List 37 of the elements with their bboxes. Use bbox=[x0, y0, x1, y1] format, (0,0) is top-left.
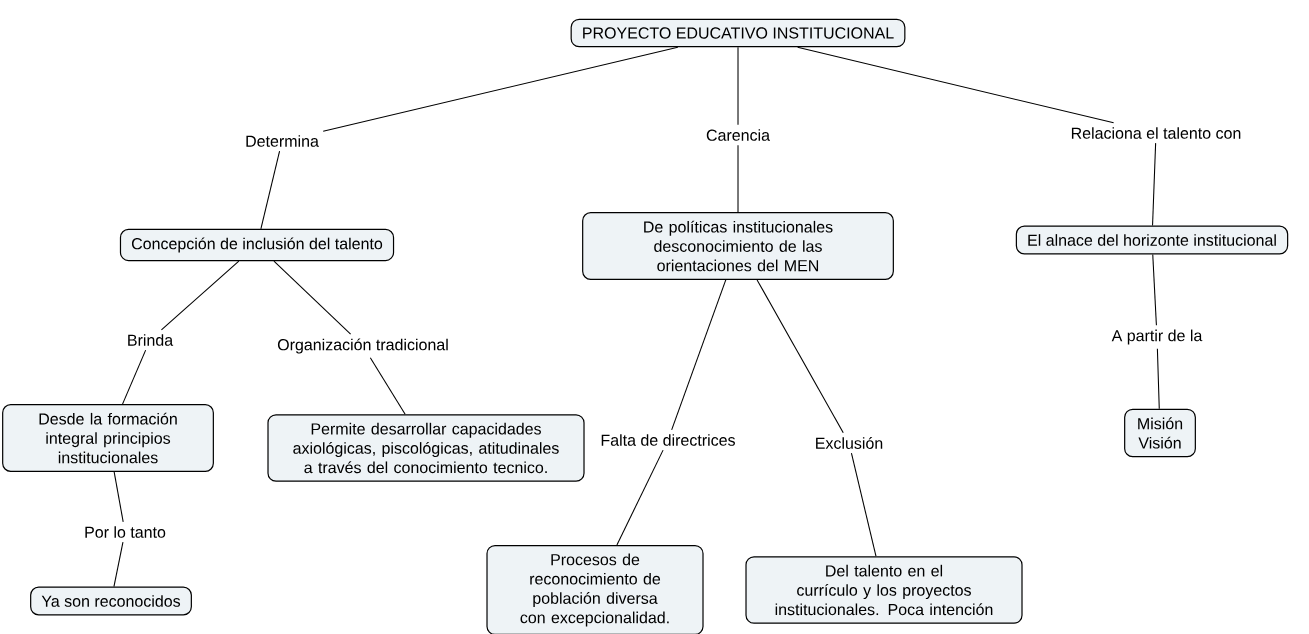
linking-phrase: Relaciona el talento con bbox=[1066, 123, 1246, 143]
linking-phrase: Brinda bbox=[122, 330, 178, 350]
concept-box: Del talento en el currículo y los proyectos institucionales. Poca intención bbox=[745, 556, 1023, 624]
connector-line bbox=[113, 471, 124, 523]
connector-line bbox=[737, 46, 739, 126]
connector-line bbox=[1152, 253, 1157, 326]
connector-line bbox=[160, 260, 240, 331]
linking-phrase: Determina bbox=[241, 131, 323, 151]
connector-line bbox=[122, 349, 147, 405]
connector-line bbox=[671, 279, 727, 431]
linking-phrase: Carencia bbox=[702, 125, 775, 145]
concept-box: Concepción de inclusión del talento bbox=[119, 228, 395, 262]
connector-line bbox=[797, 46, 1115, 124]
connector-line bbox=[756, 279, 844, 434]
linking-phrase: A partir de la bbox=[1107, 325, 1207, 349]
connector-line bbox=[369, 357, 406, 415]
linking-phrase: Exclusión bbox=[810, 433, 888, 453]
linking-phrase: Por lo tanto bbox=[80, 522, 170, 542]
concept-box: Permite desarrollar capacidades axiológicas, piscológicas, atitudinales a través del conocimiento tecnico. bbox=[267, 414, 585, 482]
linking-phrase: Falta de directrices bbox=[596, 430, 740, 450]
connector-line bbox=[322, 46, 679, 132]
concept-box: El alnace del horizonte institucional bbox=[1015, 225, 1289, 255]
connector-line bbox=[850, 452, 877, 557]
connector-line bbox=[273, 260, 352, 335]
concept-box: Ya son reconocidos bbox=[30, 586, 192, 616]
concept-box: PROYECTO EDUCATIVO INSTITUCIONAL bbox=[570, 18, 906, 48]
linking-phrase: Organización tradicional bbox=[273, 334, 453, 358]
connector-line bbox=[1156, 348, 1160, 410]
concept-box: Procesos de reconocimiento de población diversa con excepcionalidad. bbox=[486, 544, 704, 634]
connector-line bbox=[737, 144, 739, 213]
connector-line bbox=[1152, 142, 1157, 227]
concept-box: Desde la formación integral principios institucionales bbox=[2, 404, 214, 472]
connector-line bbox=[616, 449, 664, 546]
concept-box: Misión Visión bbox=[1124, 408, 1196, 458]
connector-line bbox=[113, 541, 124, 588]
concept-box: De políticas institucionales desconocimiento de las orientaciones del MEN bbox=[582, 212, 894, 280]
connector-line bbox=[260, 150, 281, 230]
